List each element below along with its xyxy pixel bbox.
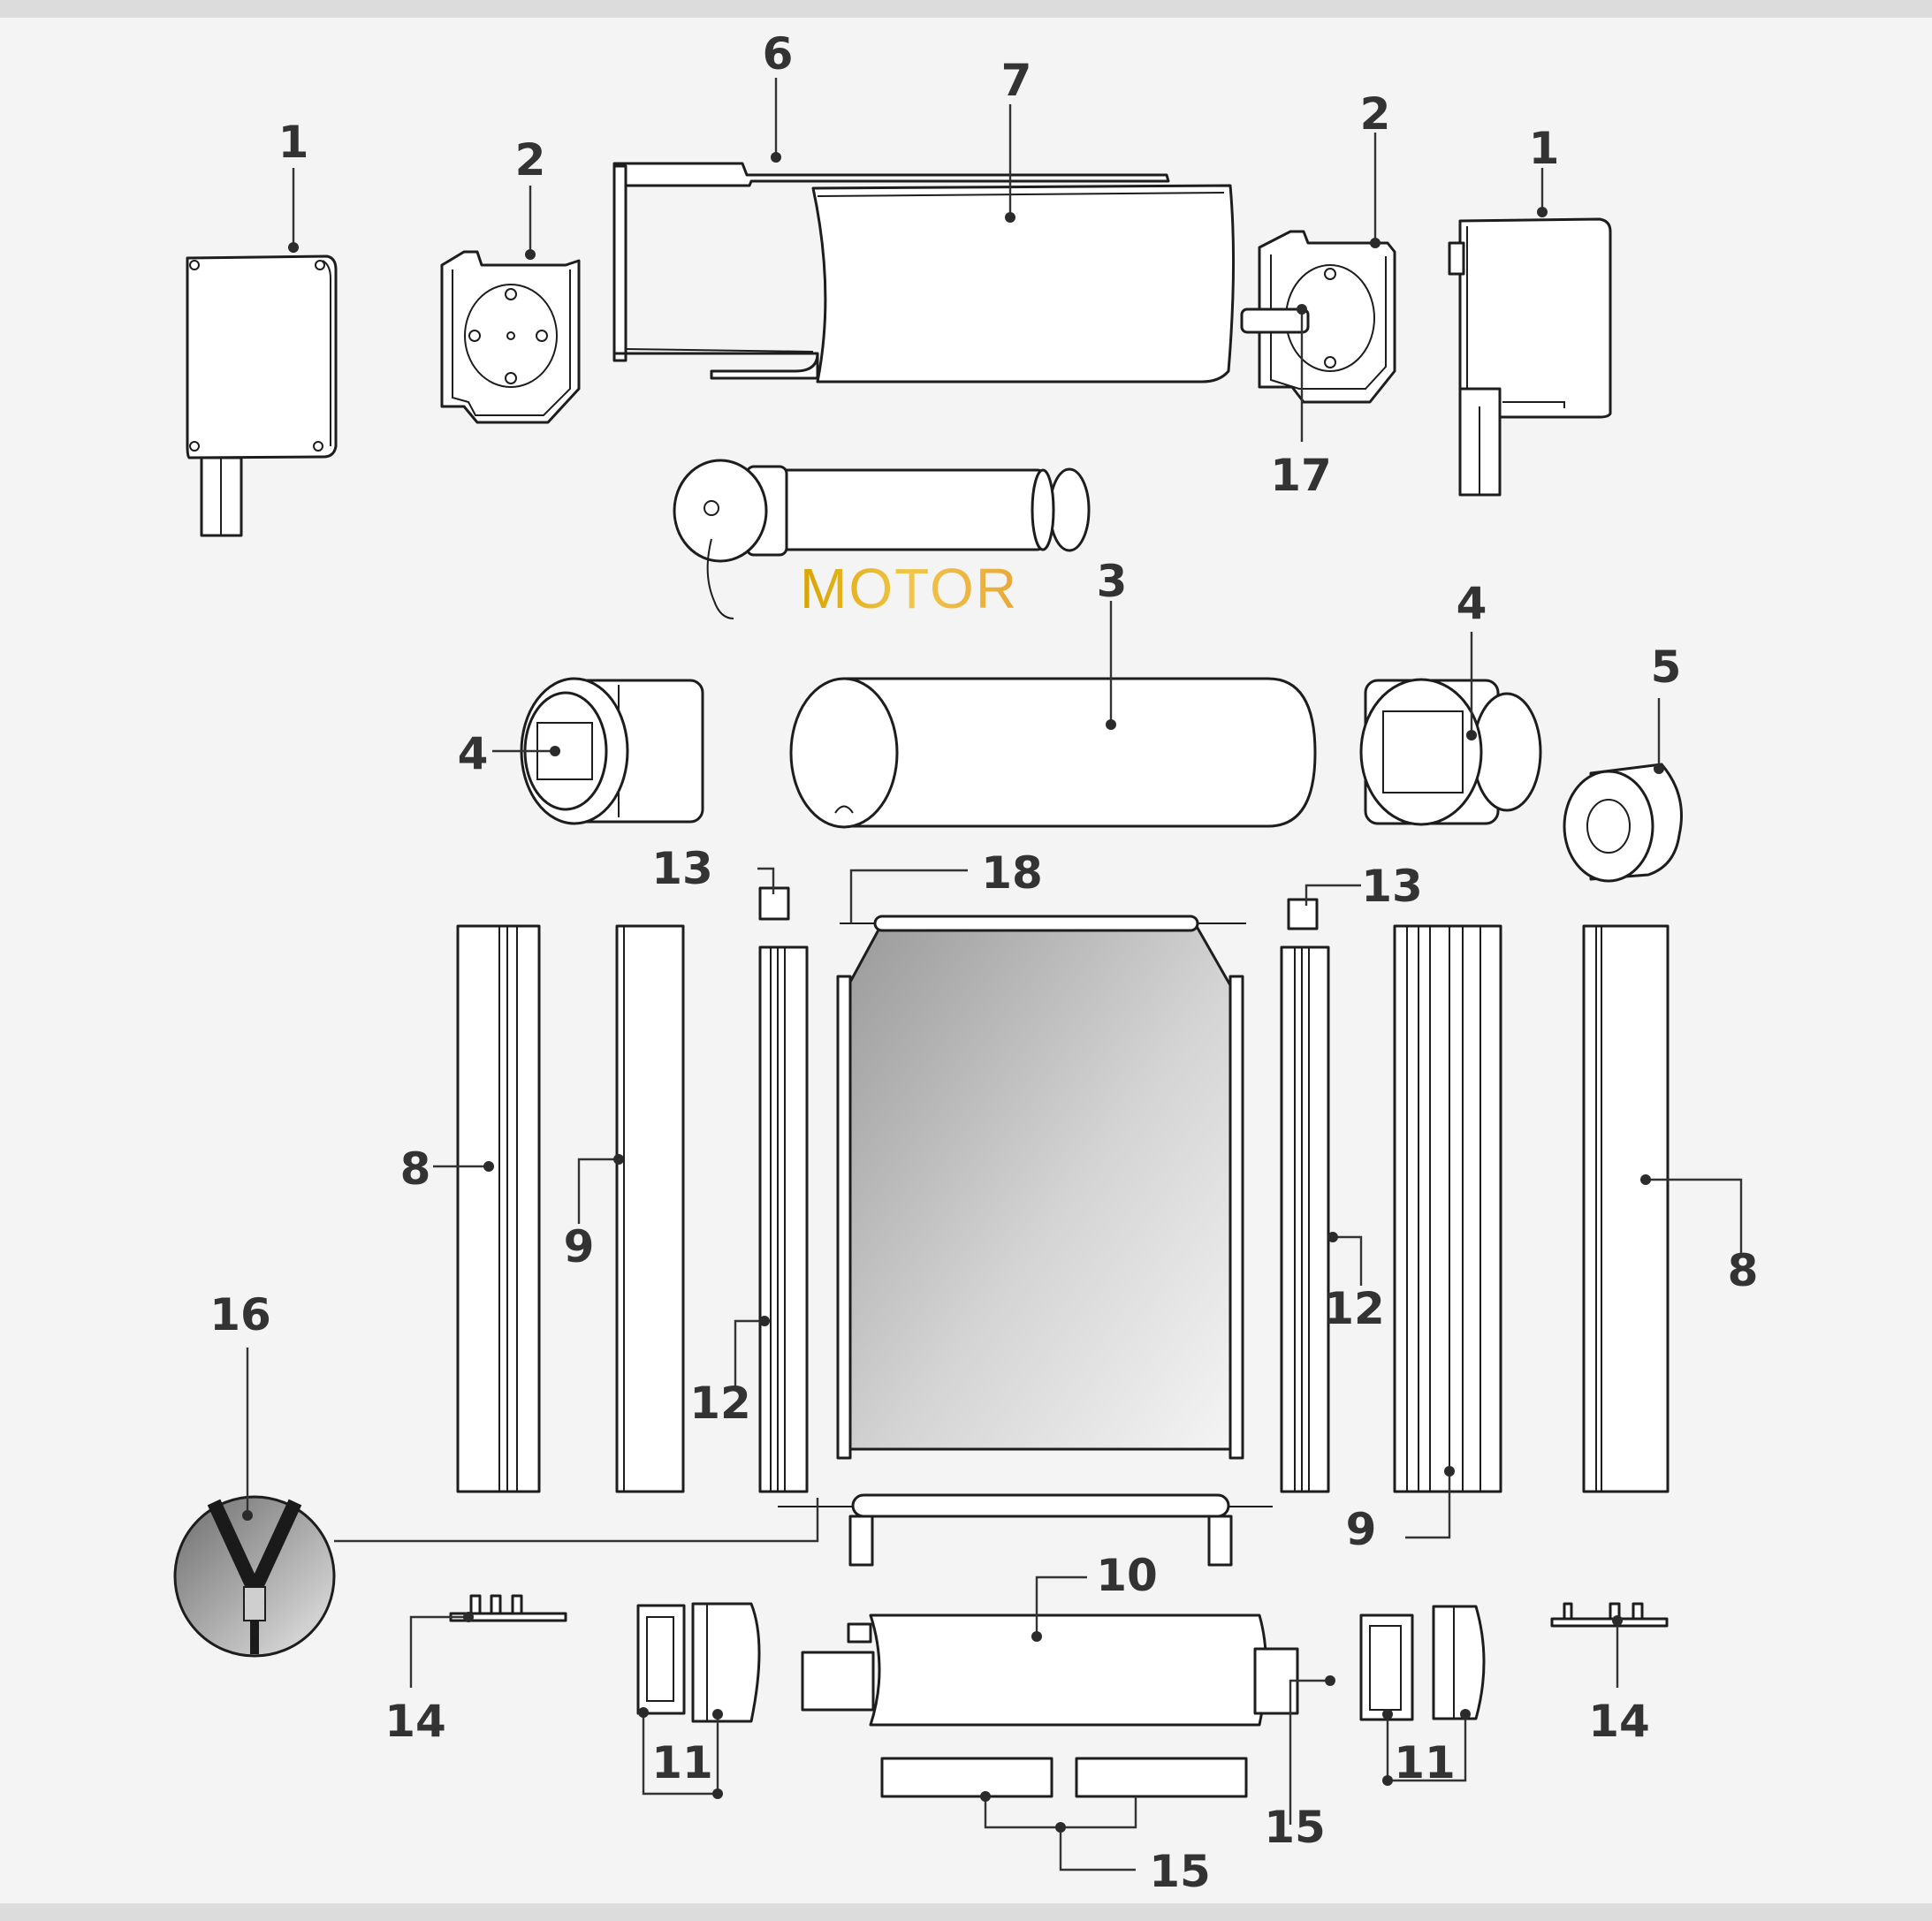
callout-9-right: 9 — [1346, 1504, 1377, 1555]
leader-lines — [246, 78, 1743, 1872]
callout-13-left: 13 — [651, 843, 713, 894]
callout-5: 5 — [1651, 642, 1682, 693]
callout-8-left: 8 — [400, 1143, 431, 1195]
part-2-left-bracket — [440, 250, 581, 424]
callout-1-left: 1 — [278, 117, 309, 168]
part-2-right-bracket-with-pin — [1240, 230, 1396, 404]
motor-assembly — [673, 459, 1091, 619]
callout-18: 18 — [981, 847, 1043, 899]
callout-13-right: 13 — [1361, 861, 1423, 912]
part-1-right-end-cover — [1448, 217, 1612, 497]
callout-numbers: 1 2 6 7 2 1 17 3 4 4 5 13 18 13 8 9 12 1… — [209, 28, 1758, 1897]
callout-12-right: 12 — [1323, 1283, 1385, 1334]
callout-17: 17 — [1270, 450, 1332, 501]
callout-6: 6 — [763, 28, 794, 80]
callout-2-left: 2 — [515, 134, 546, 186]
part-8-left-profile — [456, 924, 541, 1493]
callout-4-right: 4 — [1457, 578, 1487, 629]
part-11-right-end-plug — [1359, 1605, 1486, 1721]
callout-14-right: 14 — [1588, 1696, 1650, 1747]
part-9-right-profile — [1393, 924, 1502, 1493]
callout-11-right: 11 — [1394, 1737, 1456, 1788]
part-1-left-end-cover — [186, 254, 338, 537]
callout-7: 7 — [1001, 55, 1032, 106]
part-14-right-bottom-cap — [1550, 1602, 1669, 1628]
part-4-left-end-cap — [520, 677, 704, 825]
callout-8-right: 8 — [1728, 1245, 1759, 1296]
part-16-zipper-detail — [173, 1495, 336, 1658]
motor-label: MOTOR — [800, 557, 1018, 620]
top-border-band — [0, 0, 1932, 18]
callout-10: 10 — [1096, 1550, 1158, 1601]
callout-2-right: 2 — [1360, 88, 1391, 140]
part-14-left-bottom-cap — [449, 1594, 567, 1622]
part-5-small-cap — [1563, 763, 1683, 883]
part-15-right-insert — [1075, 1757, 1248, 1798]
part-12-left-profile — [758, 945, 809, 1493]
part-15-left-insert — [880, 1757, 1053, 1798]
callout-16: 16 — [209, 1289, 271, 1340]
part-10-bottom-bar — [801, 1613, 1299, 1727]
callout-12-left: 12 — [689, 1378, 751, 1429]
part-4-right-end-cap — [1359, 678, 1542, 826]
part-3-roller-tube — [789, 677, 1317, 829]
callout-4-left: 4 — [458, 728, 489, 779]
callout-11-left: 11 — [651, 1737, 713, 1788]
part-12-right-profile — [1280, 945, 1330, 1493]
bottom-border-band — [0, 1903, 1932, 1921]
callout-3: 3 — [1097, 556, 1128, 607]
callout-9-left: 9 — [564, 1221, 595, 1272]
part-6-7-cassette-housing — [612, 162, 1236, 383]
callout-15-right: 15 — [1264, 1802, 1326, 1853]
part-8-right-profile — [1582, 924, 1670, 1493]
callout-1-right: 1 — [1529, 123, 1560, 174]
part-9-left-profile — [615, 924, 685, 1493]
part-13-right-clip — [1287, 898, 1319, 930]
part-11-left-end-plug — [636, 1602, 761, 1723]
leader-dots — [242, 152, 1664, 1833]
callout-14-left: 14 — [384, 1696, 446, 1747]
callout-15-bottom: 15 — [1149, 1846, 1211, 1897]
screen-fabric-panel — [778, 915, 1273, 1567]
